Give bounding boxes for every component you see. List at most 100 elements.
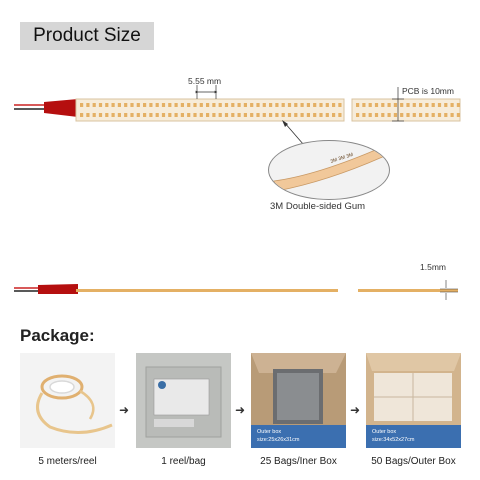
side-strip-left bbox=[76, 289, 338, 292]
led-chip bbox=[206, 103, 210, 107]
led-chip bbox=[161, 113, 166, 117]
led-chip bbox=[306, 103, 310, 107]
package-heading: Package: bbox=[20, 326, 95, 345]
outer-box-photo: Outer box size:34x52x27cm bbox=[366, 353, 461, 448]
gum-label: 3M Double-sided Gum bbox=[270, 201, 366, 212]
led-chip bbox=[269, 113, 273, 117]
led-chip bbox=[243, 113, 247, 117]
led-chip bbox=[456, 113, 460, 117]
led-chip bbox=[313, 113, 317, 117]
led-chip bbox=[437, 103, 442, 107]
led-chip bbox=[425, 113, 429, 117]
led-chip bbox=[325, 103, 329, 107]
led-chip bbox=[250, 113, 254, 117]
led-chip bbox=[437, 113, 442, 117]
led-chip bbox=[212, 113, 216, 117]
led-chip bbox=[237, 113, 241, 117]
led-chip bbox=[262, 113, 266, 117]
led-chip bbox=[325, 113, 329, 117]
led-chip bbox=[374, 113, 379, 117]
led-chip bbox=[450, 103, 454, 107]
led-chip bbox=[161, 103, 166, 107]
gum-tape-icon: 3M 3M 3M bbox=[273, 144, 388, 192]
led-chip bbox=[393, 113, 397, 117]
led-chip bbox=[287, 103, 292, 107]
wire-connector bbox=[44, 99, 78, 117]
led-chip bbox=[313, 103, 317, 107]
led-chip bbox=[362, 103, 366, 107]
thickness-label: 1.5mm bbox=[420, 262, 446, 272]
arrow-icon: ➜ bbox=[119, 403, 130, 417]
led-chip bbox=[419, 103, 423, 107]
led-chip bbox=[199, 113, 203, 117]
led-chip bbox=[86, 113, 90, 117]
led-chip bbox=[206, 113, 210, 117]
led-chip bbox=[281, 103, 285, 107]
side-connector bbox=[38, 284, 78, 294]
led-chip bbox=[319, 103, 323, 107]
led-chip bbox=[149, 113, 153, 117]
led-chip bbox=[117, 103, 121, 107]
outer-box-note: Outer box bbox=[372, 429, 397, 435]
led-chip bbox=[92, 103, 96, 107]
inner-box-size: size:25x26x31cm bbox=[257, 437, 300, 443]
led-chip bbox=[193, 103, 197, 107]
led-chip bbox=[294, 113, 298, 117]
led-chip bbox=[174, 113, 178, 117]
led-chip bbox=[237, 103, 241, 107]
outer-box-size: size:34x52x27cm bbox=[372, 437, 415, 443]
led-chip bbox=[130, 113, 134, 117]
led-chip bbox=[80, 103, 84, 107]
led-chip bbox=[412, 103, 416, 107]
led-chip bbox=[168, 103, 172, 107]
led-chip bbox=[218, 103, 222, 107]
led-chip bbox=[275, 103, 279, 107]
led-chip bbox=[250, 103, 254, 107]
led-chip bbox=[406, 103, 410, 107]
led-chip bbox=[86, 103, 90, 107]
led-chip bbox=[149, 103, 153, 107]
led-chip bbox=[306, 113, 310, 117]
arrow-icon: ➜ bbox=[350, 403, 361, 417]
led-chip bbox=[300, 103, 304, 107]
led-chip bbox=[231, 103, 235, 107]
led-chip bbox=[356, 113, 360, 117]
arrow-icon: ➜ bbox=[235, 403, 246, 417]
led-chip bbox=[431, 103, 435, 107]
inner-box-photo: Outer box size:25x26x31cm bbox=[251, 353, 346, 448]
led-chip bbox=[155, 103, 159, 107]
led-chip bbox=[406, 113, 410, 117]
led-chip bbox=[269, 103, 273, 107]
led-chip bbox=[450, 113, 454, 117]
inner-box-note: Outer box bbox=[257, 429, 282, 435]
led-chip bbox=[180, 113, 184, 117]
led-chip bbox=[262, 103, 266, 107]
side-view-diagram bbox=[14, 280, 458, 300]
side-strip-right bbox=[358, 289, 458, 292]
led-chip bbox=[431, 113, 435, 117]
led-chip bbox=[287, 113, 292, 117]
caption-inner-box: 25 Bags/Iner Box bbox=[260, 456, 337, 467]
led-chip bbox=[155, 113, 159, 117]
led-chip bbox=[368, 113, 372, 117]
caption-bag: 1 reel/bag bbox=[161, 456, 206, 467]
bag-photo bbox=[136, 353, 231, 448]
led-chip bbox=[193, 113, 197, 117]
led-chip bbox=[387, 103, 391, 107]
led-chip bbox=[124, 103, 128, 107]
reel-icon bbox=[36, 374, 113, 435]
led-chip bbox=[419, 113, 423, 117]
led-chip bbox=[381, 113, 385, 117]
led-chip bbox=[199, 103, 203, 107]
caption-outer-box: 50 Bags/Outer Box bbox=[371, 456, 456, 467]
reel-photo bbox=[20, 353, 115, 448]
led-chip bbox=[92, 113, 96, 117]
led-chip bbox=[98, 103, 103, 107]
inner-box-icon bbox=[251, 353, 346, 448]
led-chip bbox=[187, 103, 191, 107]
led-chip bbox=[218, 113, 222, 117]
gum-detail-illustration: 3M 3M 3M bbox=[268, 140, 390, 200]
top-view-diagram bbox=[14, 85, 461, 122]
led-chip bbox=[393, 103, 397, 107]
led-chip bbox=[381, 103, 385, 107]
